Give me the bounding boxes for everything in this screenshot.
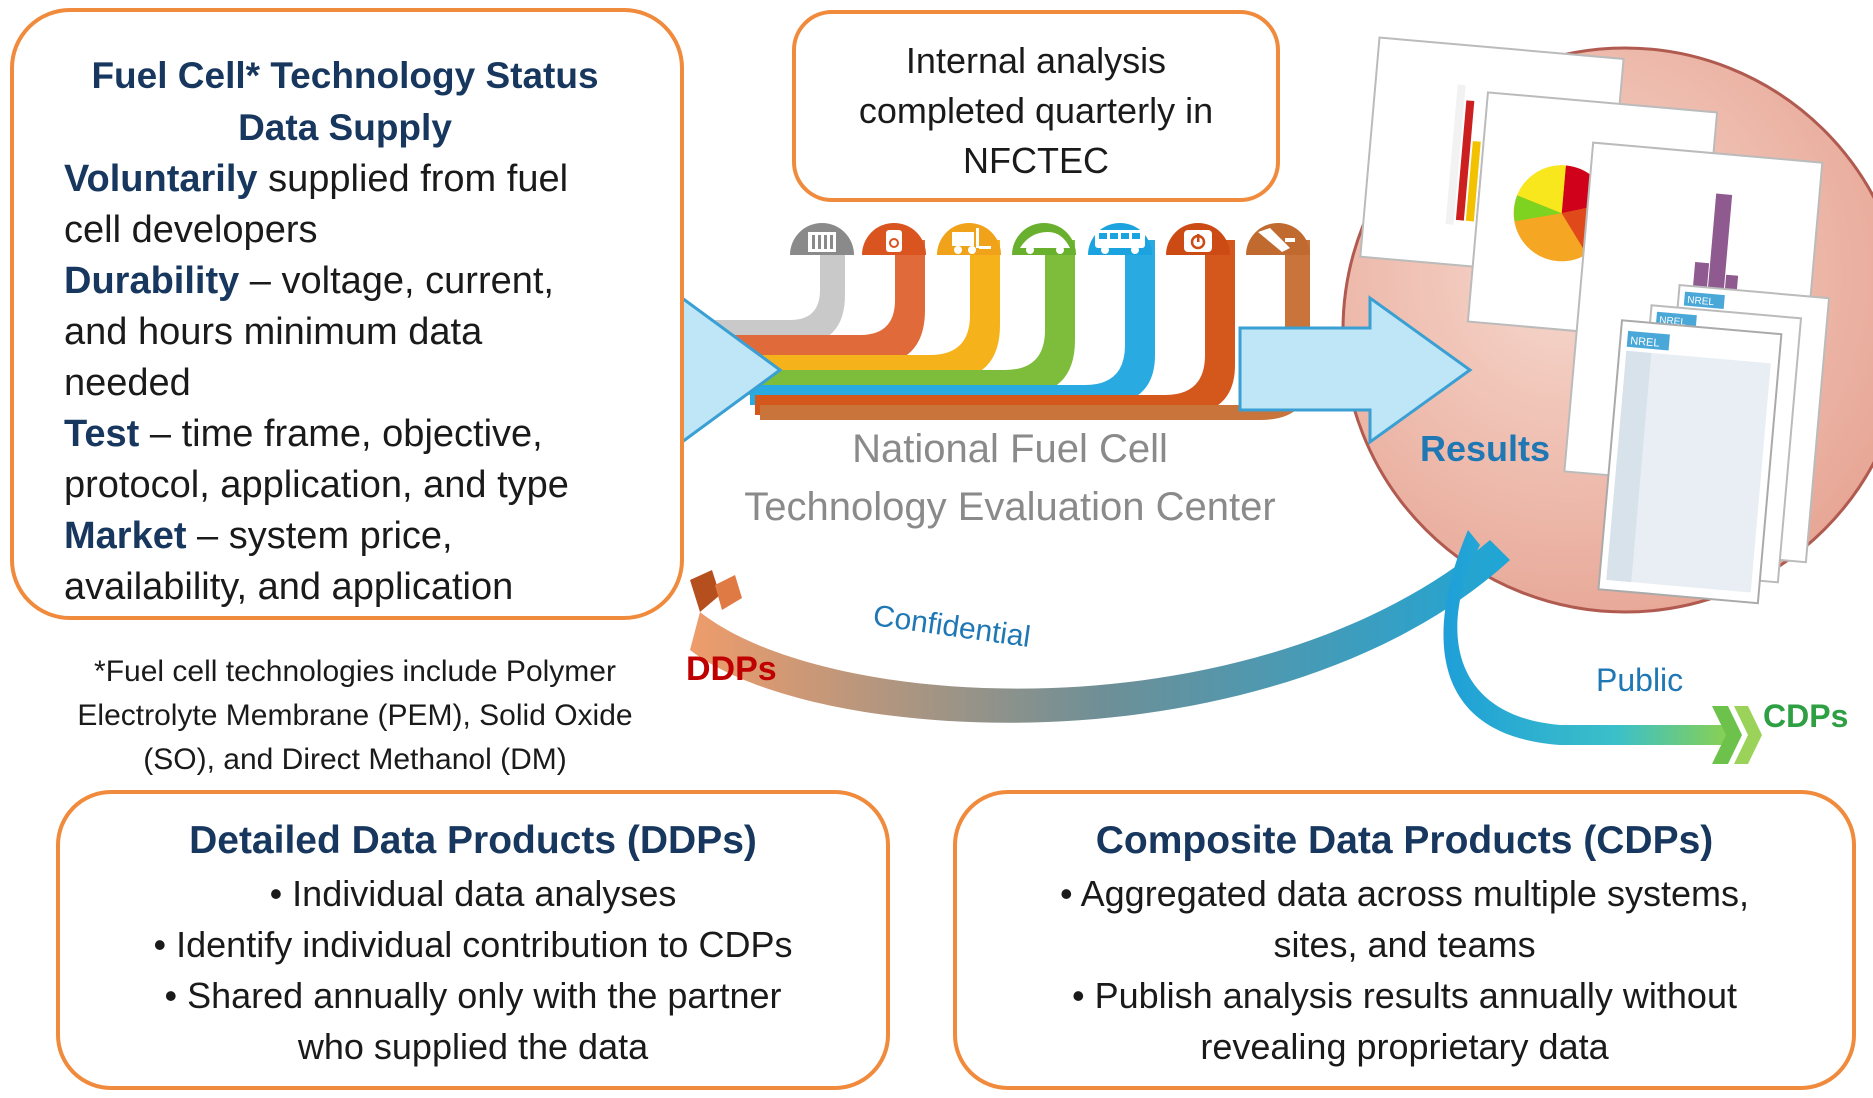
- ddp-item-2: • Identify individual contribution to CD…: [153, 924, 793, 965]
- market-row: Market – system price,: [64, 511, 636, 562]
- voluntarily-text-1: supplied from fuel: [257, 158, 569, 200]
- ddp-item-1: • Individual data analyses: [269, 873, 677, 914]
- ddp-title: Detailed Data Products (DDPs): [189, 819, 757, 862]
- test-text-2: protocol, application, and type: [64, 464, 569, 506]
- market-text-2: availability, and application: [64, 566, 514, 608]
- nfctec-line-2: Technology Evaluation Center: [744, 485, 1276, 529]
- ddp-item-3-line-1: • Shared annually only with the partner: [164, 975, 782, 1016]
- nrel-logo-6: NREL: [1630, 335, 1660, 350]
- public-flow-band: [1443, 530, 1735, 745]
- durability-text-1: – voltage, current,: [239, 260, 554, 302]
- cdps-chevron-icon: [1712, 706, 1742, 764]
- data-supply-box: Fuel Cell* Technology Status Data Supply…: [10, 8, 684, 620]
- application-icons: [790, 223, 1310, 255]
- durability-term: Durability: [64, 260, 240, 302]
- nrel-logo-4: NREL: [1687, 295, 1715, 308]
- ddps-label: DDPs: [686, 650, 777, 688]
- market-term: Market: [64, 515, 187, 557]
- test-text-1: – time frame, objective,: [139, 413, 543, 455]
- cdps-label: CDPs: [1763, 698, 1849, 734]
- stationary-icon: [790, 223, 854, 255]
- ddps-chevron-icon: [690, 570, 720, 612]
- ddp-item-3-line-2: who supplied the data: [297, 1026, 649, 1067]
- nfctec-label: National Fuel Cell Technology Evaluation…: [700, 420, 1320, 536]
- backup-power-icon: [862, 223, 926, 255]
- application-ribbons: [700, 240, 1310, 420]
- bus-icon: [1088, 223, 1152, 255]
- cdps-chevron-2-icon: [1734, 706, 1762, 764]
- test-term: Test: [64, 413, 140, 455]
- voluntarily-term: Voluntarily: [64, 158, 258, 200]
- voluntarily-row: Voluntarily supplied from fuel: [64, 154, 636, 205]
- car-icon: [1012, 223, 1076, 255]
- internal-analysis-box: Internal analysis completed quarterly in…: [792, 10, 1280, 202]
- durability-row: Durability – voltage, current,: [64, 256, 636, 307]
- ddps-chevron-2-icon: [715, 575, 742, 610]
- confidential-label: Confidential: [871, 599, 1032, 654]
- durability-text-2: and hours minimum data: [64, 311, 483, 353]
- fueling-icon: [1246, 223, 1310, 255]
- forklift-icon: [937, 223, 1001, 255]
- internal-line-1: Internal analysis: [905, 40, 1167, 81]
- ddp-box: Detailed Data Products (DDPs) • Individu…: [56, 790, 890, 1090]
- voluntarily-text-2: cell developers: [64, 209, 318, 251]
- cdp-item-2-line-2: revealing proprietary data: [1200, 1026, 1609, 1067]
- footnote-line-2: Electrolyte Membrane (PEM), Solid Oxide: [77, 699, 633, 732]
- report-thumbnails: NREL NREL NREL: [1359, 36, 1831, 605]
- nfctec-line-1: National Fuel Cell: [852, 427, 1168, 471]
- cdp-item-1-line-1: • Aggregated data across multiple system…: [1060, 873, 1749, 914]
- test-row: Test – time frame, objective,: [64, 409, 636, 460]
- internal-line-3: NFCTEC: [963, 140, 1109, 181]
- data-supply-title-1: Fuel Cell* Technology Status: [91, 55, 599, 96]
- output-arrow: [1238, 295, 1473, 445]
- cdp-item-1-line-2: sites, and teams: [1273, 924, 1536, 965]
- confidential-flow-band: [690, 540, 1510, 723]
- portable-power-icon: [1166, 223, 1230, 255]
- cdp-box: Composite Data Products (CDPs) • Aggrega…: [953, 790, 1856, 1090]
- data-supply-title-2: Data Supply: [238, 107, 452, 148]
- results-label: Results: [1420, 428, 1551, 469]
- fuel-cell-footnote: *Fuel cell technologies include Polymer …: [30, 650, 680, 782]
- footnote-line-1: *Fuel cell technologies include Polymer: [94, 655, 616, 688]
- durability-text-3: needed: [64, 362, 191, 404]
- internal-line-2: completed quarterly in: [858, 90, 1214, 131]
- cdp-item-2-line-1: • Publish analysis results annually with…: [1072, 975, 1737, 1016]
- footnote-line-3: (SO), and Direct Methanol (DM): [143, 743, 567, 776]
- cdp-title: Composite Data Products (CDPs): [1095, 819, 1714, 862]
- public-label: Public: [1596, 662, 1684, 698]
- market-text-1: – system price,: [186, 515, 453, 557]
